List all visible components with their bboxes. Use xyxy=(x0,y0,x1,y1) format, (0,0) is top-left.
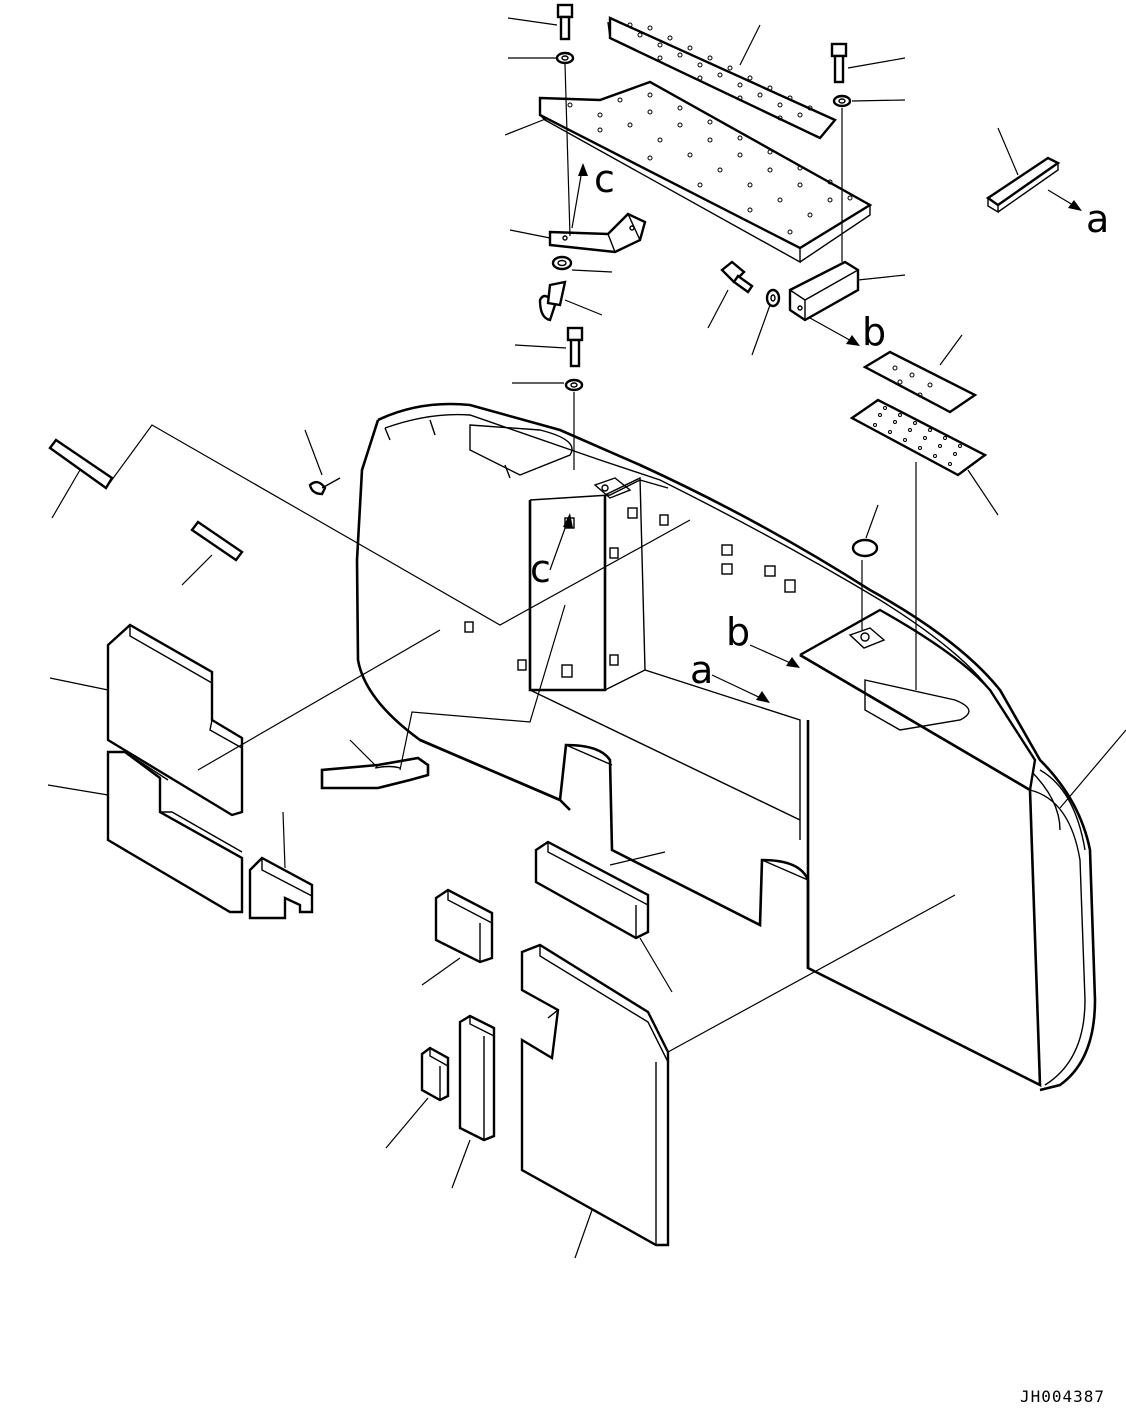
bolt-top-right xyxy=(830,42,848,84)
step-plate-upper xyxy=(607,16,837,140)
bolt-left-mid xyxy=(538,280,567,322)
insulation-front xyxy=(520,943,670,1247)
washer-top-right xyxy=(832,94,852,108)
counterweight-body xyxy=(355,402,1097,1092)
label-a-top: a xyxy=(1086,197,1109,241)
washer-top-left xyxy=(555,51,575,65)
hose xyxy=(320,756,430,790)
label-c-body: c xyxy=(530,547,551,591)
rivet xyxy=(308,477,341,496)
label-a-body: a xyxy=(690,648,713,692)
small-plate-b xyxy=(862,350,978,414)
label-strip-1 xyxy=(48,438,114,490)
pad-plate xyxy=(849,398,988,477)
bolt-top-left xyxy=(556,3,574,41)
angle-bracket xyxy=(788,260,860,322)
drawing-code: JH004387 xyxy=(1020,1387,1105,1406)
small-block-left xyxy=(248,856,314,920)
label-c-top: c xyxy=(594,157,615,201)
label-strip-2 xyxy=(190,520,244,562)
bracket-c xyxy=(548,212,647,254)
insulation-left-upper xyxy=(106,623,244,817)
block-tall xyxy=(458,1014,496,1142)
leader-lines xyxy=(47,17,1126,1259)
bolt-angled xyxy=(720,260,754,294)
block-center xyxy=(534,840,650,940)
washer-middle xyxy=(564,378,584,392)
block-small-2 xyxy=(420,1046,450,1102)
bolt-middle xyxy=(566,326,584,368)
block-small-1 xyxy=(434,888,494,964)
label-b-top: b xyxy=(862,310,886,354)
label-b-body: b xyxy=(726,610,750,654)
reference-arrows xyxy=(549,163,1082,703)
step-plate-lower xyxy=(538,80,873,264)
insulation-left-lower xyxy=(106,750,244,914)
washer-left-mid xyxy=(551,255,573,271)
washer-angled xyxy=(765,288,781,308)
bar-a xyxy=(985,156,1061,214)
cap-plug xyxy=(851,538,879,558)
